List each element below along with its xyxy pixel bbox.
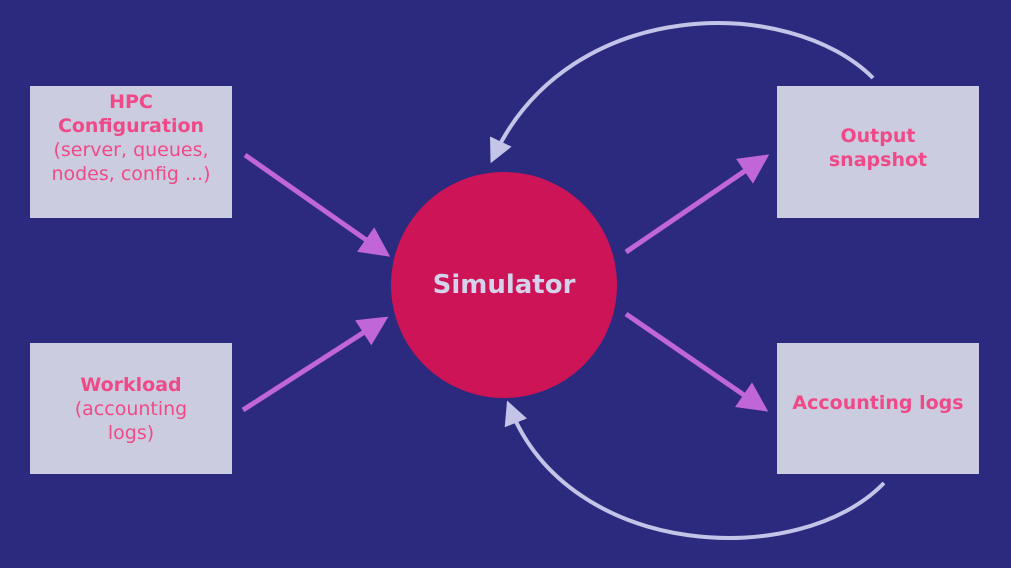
feedback-arrow-accounting (504, 400, 886, 540)
workload-title: Workload (80, 373, 182, 396)
simulator-circle: Simulator (391, 172, 617, 398)
simulator-label: Simulator (432, 270, 576, 300)
hpc-sub-1: (server, queues, (53, 139, 209, 161)
arrow-workload-to-simulator (241, 316, 389, 413)
workload-box: Workload (accounting logs) (30, 343, 232, 474)
snapshot-line-2: snapshot (828, 149, 928, 171)
hpc-title-2: Configuration (57, 115, 205, 137)
accounting-logs-label: Accounting logs (792, 392, 964, 414)
accounting-logs-box: Accounting logs (777, 343, 979, 474)
hpc-configuration-box: HPC Configuration (server, queues, nodes… (30, 86, 232, 218)
hpc-title-1: HPC (109, 91, 153, 113)
hpc-sub-2: nodes, config ...) (51, 163, 211, 185)
arrow-simulator-to-snapshot (624, 154, 770, 255)
snapshot-line-1: Output (840, 125, 916, 147)
workload-sub-1: (accounting (74, 397, 188, 420)
arrow-hpc-to-simulator (243, 152, 391, 257)
feedback-arrow-snapshot (490, 21, 875, 164)
output-snapshot-box: Output snapshot (777, 86, 979, 218)
arrow-simulator-to-accounting (624, 311, 769, 412)
workload-sub-2: logs) (107, 421, 155, 444)
